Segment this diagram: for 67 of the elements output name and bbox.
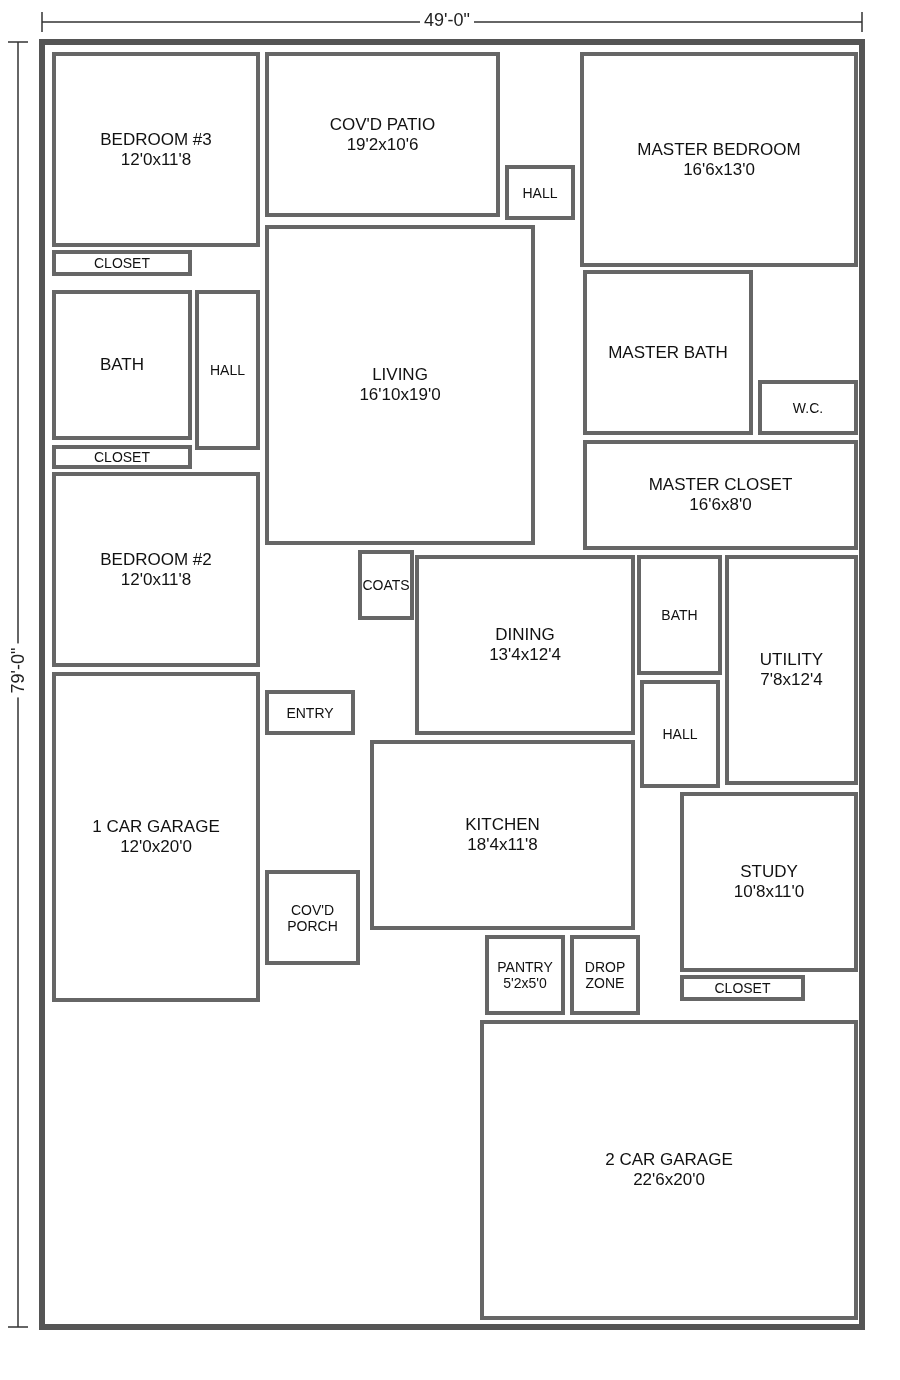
room-outline (680, 792, 858, 972)
room-name: CLOSET (94, 449, 150, 465)
room-dimensions: 12'0x20'0 (120, 837, 192, 857)
room-dimensions: 16'6x8'0 (689, 495, 752, 515)
room-outline (640, 680, 720, 788)
room-outline (52, 250, 192, 276)
room-outline (637, 555, 722, 675)
room-outline (52, 52, 260, 247)
room-outline (480, 1020, 858, 1320)
room-name: 2 CAR GARAGE (605, 1150, 733, 1170)
room-name: COV'D PATIO (329, 114, 436, 135)
room-name: DROP ZONE (583, 959, 627, 991)
room-name: 1 CAR GARAGE (92, 817, 220, 837)
room-dimensions: 10'8x11'0 (733, 882, 805, 902)
room-name: BEDROOM #3 (100, 129, 212, 150)
room-outline (370, 740, 635, 930)
room-name: STUDY (740, 862, 798, 882)
room-name: PANTRY (497, 959, 553, 975)
room-dimensions: 12'0x11'8 (120, 569, 192, 590)
room-name: DINING (495, 625, 555, 645)
room-dimensions: 22'6x20'0 (633, 1170, 705, 1190)
room-outline (505, 165, 575, 220)
room-name: CLOSET (714, 980, 771, 996)
room-name: HALL (522, 184, 558, 201)
room-outline (680, 975, 805, 1001)
room-name: BATH (661, 607, 698, 623)
room-name: LIVING (372, 365, 428, 385)
room-outline (265, 690, 355, 735)
room-name: W.C. (792, 399, 824, 416)
room-outline (195, 290, 260, 450)
room-dimensions: 16'6x13'0 (683, 159, 755, 180)
room-dimensions: 18'4x11'8 (467, 835, 538, 855)
room-name: BATH (99, 355, 145, 375)
room-name: HALL (662, 726, 698, 742)
room-dimensions: 5'2x5'0 (503, 975, 547, 991)
room-dimensions: 16'10x19'0 (359, 385, 441, 405)
room-dimensions: 19'2x10'6 (346, 134, 419, 155)
room-outline (52, 472, 260, 667)
room-name: UTILITY (759, 650, 824, 670)
room-outline (52, 290, 192, 440)
room-dimensions: 13'4x12'4 (489, 645, 561, 665)
room-name: KITCHEN (465, 815, 540, 835)
room-name: BEDROOM #2 (100, 549, 212, 570)
room-outline (265, 225, 535, 545)
room-name: CLOSET (94, 255, 150, 271)
room-name: MASTER CLOSET (648, 475, 793, 495)
room-outline (415, 555, 635, 735)
room-outline (583, 270, 753, 435)
room-name: COV'D PORCH (286, 901, 339, 934)
room-outline (265, 52, 500, 217)
room-outline (485, 935, 565, 1015)
room-name: MASTER BATH (608, 342, 728, 363)
room-name: ENTRY (286, 704, 334, 721)
room-outline (570, 935, 640, 1015)
room-outline (52, 672, 260, 1002)
room-outline (758, 380, 858, 435)
room-outline (725, 555, 858, 785)
room-dimensions: 7'8x12'4 (760, 670, 823, 690)
room-outline (52, 445, 192, 469)
room-dimensions: 12'0x11'8 (120, 149, 192, 170)
room-name: MASTER BEDROOM (637, 139, 801, 160)
room-outline (265, 870, 360, 965)
room-outline (358, 550, 414, 620)
room-name: COATS (362, 577, 410, 593)
room-name: HALL (210, 362, 245, 378)
room-outline (580, 52, 858, 267)
room-outline (583, 440, 858, 550)
